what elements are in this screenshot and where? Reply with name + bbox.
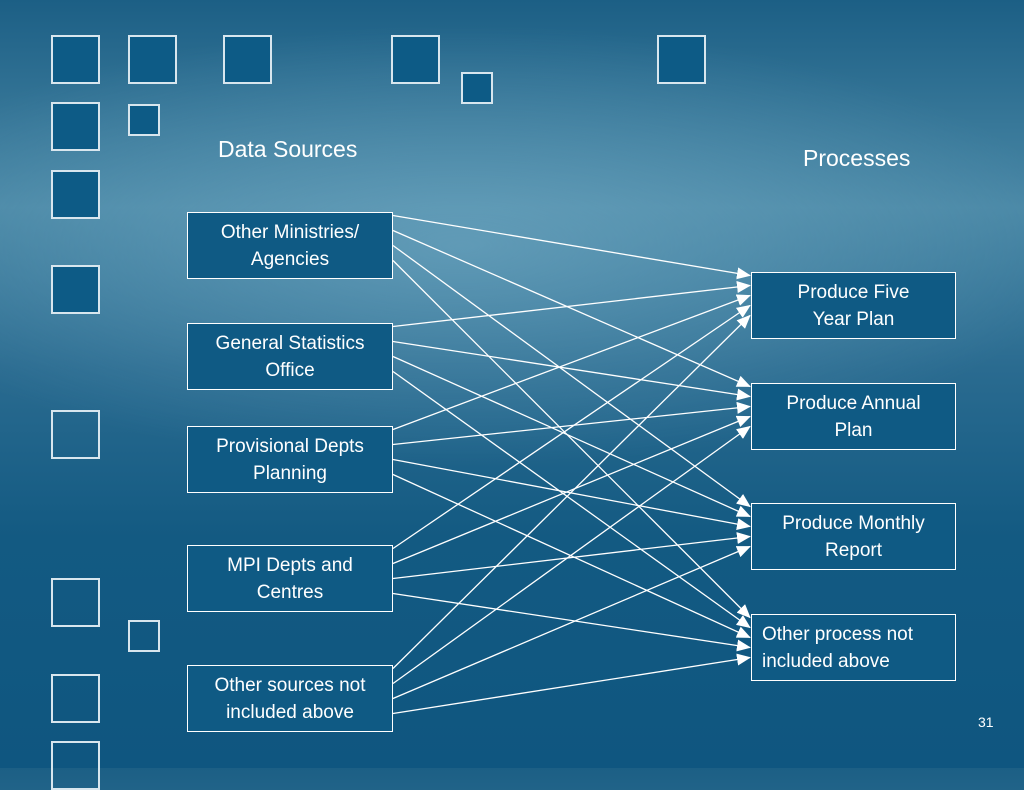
process-other: Other process not included above (751, 614, 956, 681)
connector-arrow-s4-p3 (392, 532, 751, 580)
process-label: Produce Five Year Plan (797, 281, 910, 330)
source-label: MPI Depts and Centres (227, 554, 353, 603)
connector-arrow-s3-p2 (392, 401, 751, 446)
connector-arrow-s5-p3 (392, 545, 751, 700)
decorative-square (51, 410, 100, 459)
connector-arrow-s4-p1 (392, 304, 751, 550)
decorative-square (51, 35, 100, 84)
process-label: Produce Monthly Report (782, 512, 925, 561)
source-other-ministries: Other Ministries/ Agencies (187, 212, 393, 279)
decorative-square (128, 35, 177, 84)
source-label: Other Ministries/ Agencies (220, 221, 360, 270)
connector-arrow-s4-p2 (392, 415, 751, 565)
decorative-square (223, 35, 272, 84)
decorative-square (391, 35, 440, 84)
process-label: Produce Annual Plan (786, 392, 921, 441)
process-annual-plan: Produce Annual Plan (751, 383, 956, 450)
page-number: 31 (978, 714, 994, 730)
connector-arrow-s5-p2 (392, 425, 751, 685)
slide: Data Sources Processes Other Ministries/… (51, 35, 994, 790)
connector-arrow-s4-p4 (392, 592, 751, 652)
connector-arrow-s2-p4 (392, 370, 751, 629)
source-other-sources: Other sources not included above (187, 665, 393, 732)
connector-arrow-s2-p1 (392, 281, 751, 328)
connector-arrow-s2-p3 (392, 355, 751, 518)
process-monthly-report: Produce Monthly Report (751, 503, 956, 570)
decorative-square (51, 102, 100, 151)
decorative-square (657, 35, 706, 84)
connector-arrow-s1-p3 (392, 244, 751, 508)
processes-heading: Processes (803, 145, 911, 171)
decorative-square (51, 170, 100, 219)
source-label: Other sources not included above (214, 674, 366, 723)
decorative-square (461, 72, 493, 104)
decorative-square (128, 620, 160, 652)
process-label: Other process not included above (762, 623, 914, 672)
connector-arrow-s5-p1 (392, 314, 751, 669)
data-sources-heading: Data Sources (218, 136, 358, 162)
connector-arrow-s2-p2 (392, 340, 751, 401)
decorative-square (128, 104, 160, 136)
connector-arrow-s1-p1 (392, 214, 751, 280)
source-general-statistics-office: General Statistics Office (187, 323, 393, 390)
connector-lines (392, 214, 751, 715)
connector-arrow-s3-p1 (392, 294, 751, 431)
connector-arrow-s3-p4 (392, 473, 751, 639)
connector-arrow-s3-p3 (392, 458, 751, 530)
decorative-square (51, 674, 100, 723)
connector-arrow-s5-p4 (392, 653, 751, 715)
process-five-year-plan: Produce Five Year Plan (751, 272, 956, 339)
connector-arrow-s1-p2 (392, 229, 751, 388)
source-label: General Statistics Office (215, 332, 365, 381)
decorative-square (51, 265, 100, 314)
decorative-square (51, 578, 100, 627)
source-label: Provisional Depts Planning (216, 435, 364, 484)
source-provisional-depts-planning: Provisional Depts Planning (187, 426, 393, 493)
source-mpi-depts-centres: MPI Depts and Centres (187, 545, 393, 612)
